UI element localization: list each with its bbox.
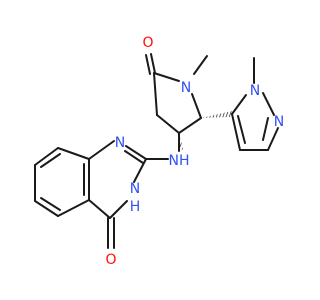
bond	[150, 53, 156, 74]
bond	[57, 199, 90, 217]
bond	[34, 200, 59, 217]
oxygen-atom-bottom: O	[105, 252, 116, 268]
bond	[153, 72, 158, 116]
carbonyl-bottom	[107, 217, 115, 249]
bond	[156, 114, 180, 134]
bond	[34, 147, 59, 166]
bond	[262, 117, 269, 141]
hydrogen-atom-quinazoline-3: H	[130, 199, 141, 215]
bond	[125, 145, 147, 160]
bond	[153, 72, 180, 82]
bond	[40, 197, 61, 211]
pyrazole-ring	[231, 92, 279, 151]
bond	[267, 127, 279, 151]
pyrrolidinone-ring	[153, 72, 202, 134]
bond	[145, 54, 151, 75]
nitrogen-atom-pyrrolidine: N	[181, 80, 191, 96]
bond	[231, 113, 241, 151]
amine-nh-label: NH	[169, 153, 190, 169]
nitrogen-atom-quinazoline-1: N	[115, 135, 125, 151]
bond	[40, 153, 61, 168]
carbonyl-top	[145, 53, 156, 75]
bond	[133, 158, 147, 183]
nitrogen-atom-pyrazole-2: N	[274, 114, 284, 130]
pyrimidinone-ring	[88, 140, 147, 219]
molecule-structure: O N N N NH N N H O	[34, 35, 284, 268]
bond	[262, 92, 275, 116]
bond	[57, 147, 90, 160]
oxygen-atom-top: O	[142, 35, 153, 51]
nitrogen-atom-quinazoline-3: N	[130, 181, 140, 197]
bond	[231, 94, 247, 115]
hashed-wedge-bond	[201, 111, 232, 118]
bond	[88, 140, 115, 160]
bond	[191, 93, 202, 119]
bond	[237, 115, 246, 144]
n-methyl-bond	[193, 55, 208, 75]
bond	[178, 117, 202, 134]
bond	[88, 199, 111, 219]
bond	[109, 200, 128, 219]
bond	[124, 150, 144, 164]
benzene-ring	[34, 147, 90, 217]
nitrogen-atom-pyrazole-1: N	[250, 83, 260, 99]
